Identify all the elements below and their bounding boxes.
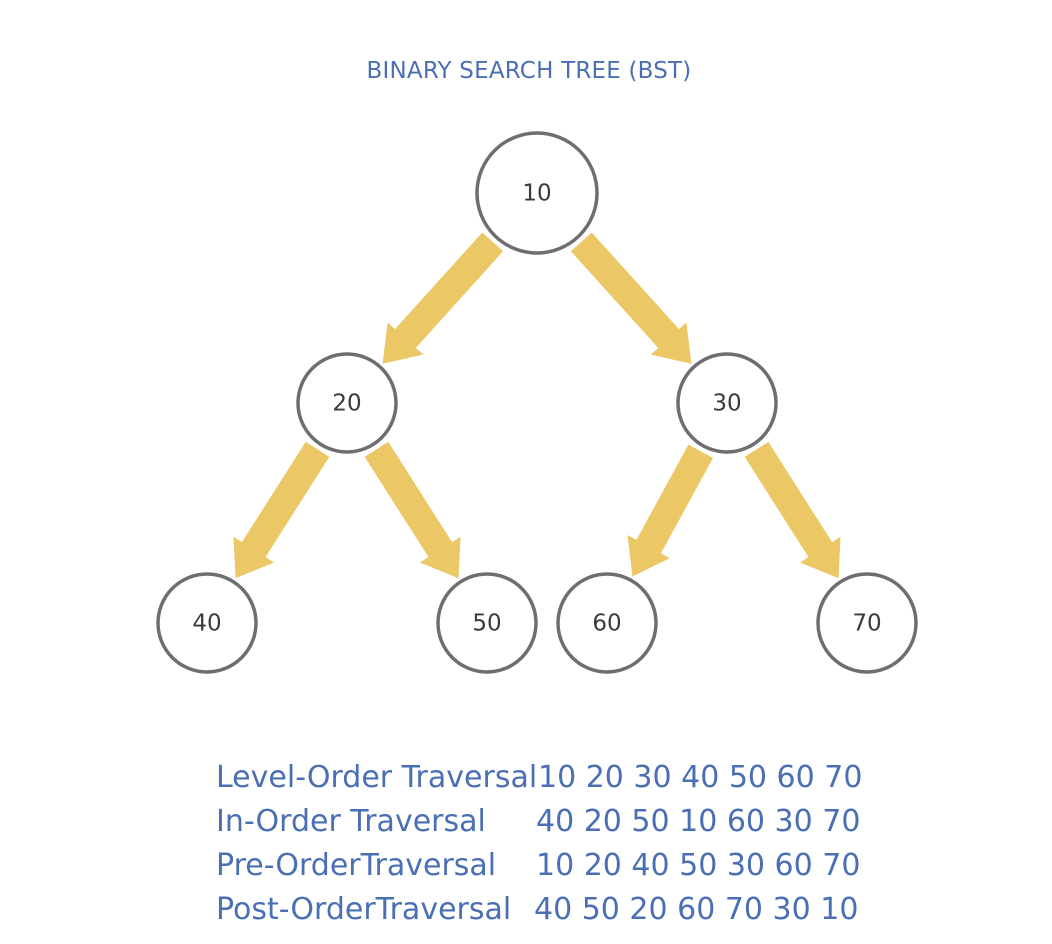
nodes-layer: 10 20 30 40 50 60 70	[156, 131, 918, 674]
traversal-name: Level-Order Traversal	[216, 760, 538, 795]
tree-node-circle	[156, 572, 258, 674]
tree-node-label: 20	[332, 391, 361, 417]
diagram-title: BINARY SEARCH TREE (BST)	[366, 58, 692, 84]
edge-arrow-n10-n20	[382, 232, 504, 364]
traversal-sequence: 10 20 30 40 50 60 70	[538, 760, 863, 795]
tree-node-circle	[556, 572, 658, 674]
traversal-name: Post-OrderTraversal	[216, 892, 512, 927]
tree-node-label: 30	[712, 391, 741, 417]
edge-arrow-n20-n50	[364, 441, 461, 579]
tree-node-circle	[816, 572, 918, 674]
edge-arrow-n10-n30	[570, 232, 692, 364]
edge-arrow-n30-n60	[627, 444, 713, 577]
tree-node-label: 70	[852, 611, 881, 637]
tree-node-40: 40	[156, 572, 258, 674]
tree-node-10: 10	[475, 131, 599, 255]
traversal-name: Pre-OrderTraversal	[216, 848, 497, 883]
tree-node-circle	[436, 572, 538, 674]
tree-node-label: 40	[192, 611, 221, 637]
tree-node-circle	[676, 352, 778, 454]
tree-node-circle	[475, 131, 599, 255]
traversal-sequence: 40 50 20 60 70 30 10	[534, 892, 859, 927]
traversal-sequence: 10 20 40 50 30 60 70	[536, 848, 861, 883]
tree-node-60: 60	[556, 572, 658, 674]
tree-node-50: 50	[436, 572, 538, 674]
tree-node-70: 70	[816, 572, 918, 674]
traversal-name: In-Order Traversal	[216, 804, 486, 839]
edge-arrow-n30-n70	[744, 441, 841, 579]
traversal-sequence: 40 20 50 10 60 30 70	[536, 804, 861, 839]
edge-arrow-n20-n40	[233, 441, 330, 579]
tree-node-label: 50	[472, 611, 501, 637]
edges-layer	[233, 232, 841, 579]
tree-node-label: 60	[592, 611, 621, 637]
tree-node-20: 20	[296, 352, 398, 454]
tree-node-circle	[296, 352, 398, 454]
tree-node-30: 30	[676, 352, 778, 454]
tree-node-label: 10	[522, 181, 551, 207]
